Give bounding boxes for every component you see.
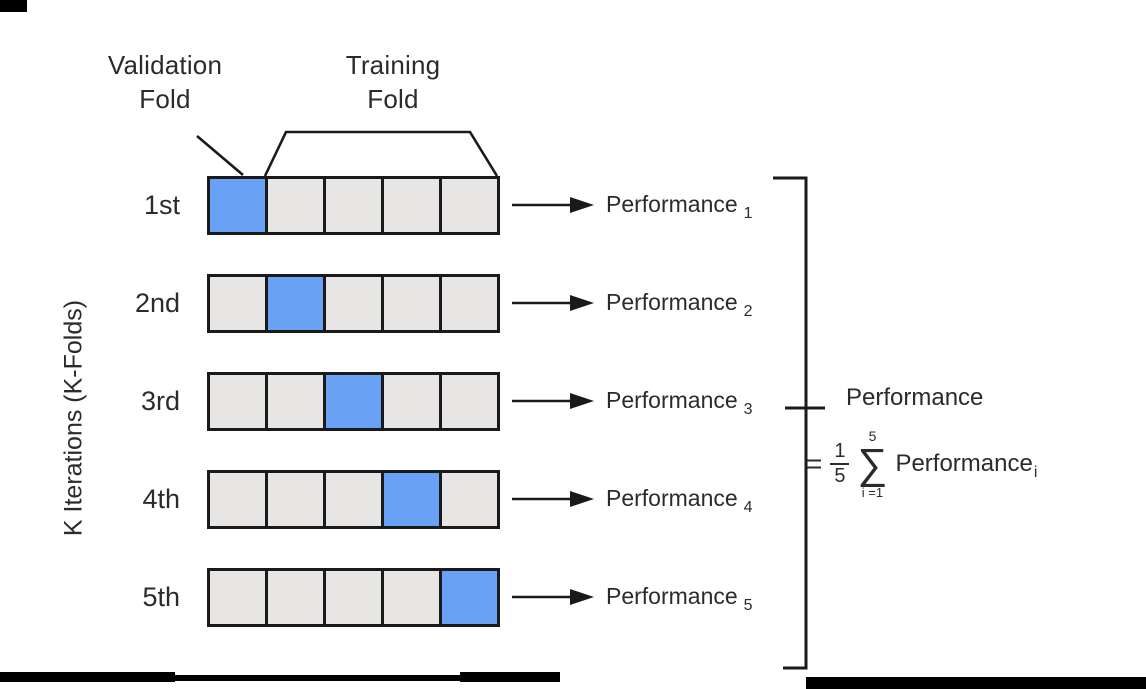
fold-cell bbox=[323, 274, 384, 333]
validation-fold-label-line1: Validation bbox=[107, 50, 223, 80]
arrow-1 bbox=[512, 197, 594, 213]
performance-label-3: Performance 3 bbox=[606, 386, 753, 418]
fold-row-4 bbox=[207, 470, 500, 529]
fold-cell bbox=[381, 470, 442, 529]
bottom-bar-segment-3 bbox=[460, 672, 560, 682]
fold-cell bbox=[439, 274, 500, 333]
fold-row-5 bbox=[207, 568, 500, 627]
summary-term-subscript: i bbox=[1033, 464, 1038, 481]
performance-text: Performance bbox=[606, 191, 738, 217]
arrow-head-icon bbox=[570, 491, 594, 507]
fold-cell bbox=[265, 176, 326, 235]
arrow-head-icon bbox=[570, 197, 594, 213]
fold-cell bbox=[207, 568, 268, 627]
arrow-head-icon bbox=[570, 393, 594, 409]
bottom-bar-segment-2 bbox=[175, 675, 460, 681]
fold-cell bbox=[323, 568, 384, 627]
validation-pointer-line bbox=[196, 135, 244, 176]
performance-label-4: Performance 4 bbox=[606, 484, 753, 516]
fold-row-1 bbox=[207, 176, 500, 235]
performance-subscript: 3 bbox=[743, 401, 753, 418]
iteration-label-4: 4th bbox=[142, 484, 180, 514]
summation: 5 ∑ i =1 bbox=[857, 429, 887, 499]
arrow-5 bbox=[512, 589, 594, 605]
fold-row-3 bbox=[207, 372, 500, 431]
performance-text: Performance bbox=[606, 583, 738, 609]
summary-performance-title: Performance bbox=[846, 384, 984, 411]
sigma-icon: ∑ bbox=[857, 440, 888, 488]
k-iterations-axis-label: K Iterations (K-Folds) bbox=[59, 299, 88, 537]
fold-cell bbox=[265, 470, 326, 529]
summation-lower-bound: i =1 bbox=[861, 484, 884, 500]
fold-cell bbox=[381, 274, 442, 333]
fraction-numerator: 1 bbox=[830, 440, 850, 465]
iteration-label-3: 3rd bbox=[140, 386, 180, 416]
fold-cell bbox=[207, 176, 268, 235]
performance-label-1: Performance 1 bbox=[606, 190, 753, 222]
training-fold-label-line2: Fold bbox=[367, 84, 419, 114]
fold-cell bbox=[439, 568, 500, 627]
fraction-one-fifth: 1 5 bbox=[830, 440, 850, 488]
arrow-4 bbox=[512, 491, 594, 507]
fold-cell bbox=[381, 568, 442, 627]
iteration-label-1: 1st bbox=[143, 190, 180, 220]
performance-subscript: 5 bbox=[743, 597, 753, 614]
performance-label-5: Performance 5 bbox=[606, 582, 753, 614]
fold-cell bbox=[439, 470, 500, 529]
arrow-head-icon bbox=[570, 589, 594, 605]
fraction-denominator: 5 bbox=[834, 465, 846, 487]
arrow-head-icon bbox=[570, 295, 594, 311]
fold-cell bbox=[323, 176, 384, 235]
summary-term: Performancei bbox=[895, 450, 1038, 481]
fold-cell bbox=[323, 470, 384, 529]
performance-text: Performance bbox=[606, 289, 738, 315]
corner-artifact-bar bbox=[0, 0, 27, 12]
fold-cell bbox=[381, 372, 442, 431]
bottom-bar-segment-4 bbox=[806, 677, 1146, 689]
training-fold-label-line1: Training bbox=[345, 50, 441, 80]
performance-text: Performance bbox=[606, 387, 738, 413]
validation-fold-label-line2: Fold bbox=[139, 84, 191, 114]
arrow-3 bbox=[512, 393, 594, 409]
fold-cell bbox=[323, 372, 384, 431]
performance-subscript: 4 bbox=[743, 499, 753, 516]
iteration-label-2: 2nd bbox=[134, 288, 180, 318]
equals-sign: = bbox=[806, 448, 823, 479]
training-fold-bracket bbox=[263, 130, 499, 177]
summary-bracket bbox=[773, 176, 808, 670]
summation-upper-bound: 5 bbox=[868, 428, 877, 445]
fold-cell bbox=[207, 372, 268, 431]
fold-cell bbox=[265, 274, 326, 333]
validation-fold-label: Validation Fold bbox=[90, 48, 240, 116]
training-fold-label: Training Fold bbox=[318, 48, 468, 116]
performance-label-2: Performance 2 bbox=[606, 288, 753, 320]
performance-text: Performance bbox=[606, 485, 738, 511]
fold-cell bbox=[439, 176, 500, 235]
fold-cell bbox=[207, 470, 268, 529]
performance-subscript: 1 bbox=[743, 205, 753, 222]
fold-cell bbox=[265, 372, 326, 431]
fold-cell bbox=[381, 176, 442, 235]
summary-term-text: Performance bbox=[895, 450, 1033, 477]
iteration-label-5: 5th bbox=[142, 582, 180, 612]
fold-row-2 bbox=[207, 274, 500, 333]
fold-cell bbox=[207, 274, 268, 333]
fold-cell bbox=[265, 568, 326, 627]
arrow-2 bbox=[512, 295, 594, 311]
fold-cell bbox=[439, 372, 500, 431]
bottom-bar-segment-1 bbox=[0, 672, 175, 682]
summary-formula: = 1 5 5 ∑ i =1 Performancei bbox=[806, 422, 1037, 506]
performance-subscript: 2 bbox=[743, 303, 753, 320]
